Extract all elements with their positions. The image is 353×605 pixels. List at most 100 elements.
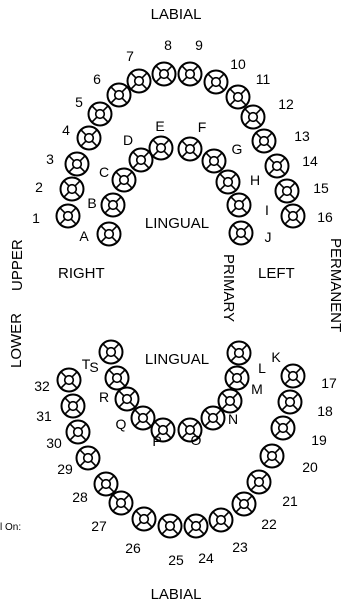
tooth-icon-12[interactable] (240, 104, 266, 130)
tooth-icon-21[interactable] (246, 469, 272, 495)
tooth-icon-29[interactable] (75, 445, 101, 471)
tooth-number-31: 31 (36, 408, 52, 424)
permanent-label: PERMANENT (327, 238, 344, 332)
tooth-number-o: O (191, 432, 202, 448)
tooth-number-17: 17 (321, 375, 337, 391)
tooth-number-9: 9 (195, 37, 203, 53)
tooth-number-11: 11 (256, 71, 271, 87)
tooth-icon-10[interactable] (203, 69, 229, 95)
tooth-number-28: 28 (72, 489, 88, 505)
tooth-icon-18[interactable] (277, 389, 303, 415)
tooth-number-19: 19 (311, 432, 327, 448)
tooth-icon-19[interactable] (270, 415, 296, 441)
tooth-number-10: 10 (230, 56, 246, 72)
tooth-number-5: 5 (75, 94, 83, 110)
tooth-icon-25[interactable] (157, 513, 183, 539)
tooth-icon-28[interactable] (93, 471, 119, 497)
tooth-icon-8[interactable] (151, 61, 177, 87)
tooth-number-26: 26 (125, 540, 141, 556)
tooth-icon-7[interactable] (126, 68, 152, 94)
tooth-icon-f[interactable] (177, 136, 203, 162)
tooth-icon-11[interactable] (225, 84, 251, 110)
tooth-icon-t[interactable] (98, 339, 124, 365)
lower-label: LOWER (8, 313, 25, 368)
tooth-number-d: D (123, 132, 133, 148)
lingual-lower-label: LINGUAL (145, 351, 209, 368)
tooth-icon-23[interactable] (208, 507, 234, 533)
tooth-icon-o[interactable] (177, 417, 203, 443)
tooth-icon-9[interactable] (177, 61, 203, 87)
tooth-number-7: 7 (126, 48, 134, 64)
tooth-icon-n[interactable] (200, 405, 226, 431)
tooth-icon-d[interactable] (128, 147, 154, 173)
tooth-icon-j[interactable] (228, 220, 254, 246)
tooth-number-i: I (265, 202, 269, 218)
tooth-number-j: J (265, 229, 272, 245)
tooth-number-21: 21 (282, 493, 298, 509)
tooth-number-n: N (228, 411, 238, 427)
labial-top-label: LABIAL (151, 6, 202, 23)
tooth-icon-2[interactable] (59, 176, 85, 202)
tooth-icon-3[interactable] (64, 151, 90, 177)
tooth-icon-r[interactable] (114, 386, 140, 412)
tooth-number-15: 15 (313, 180, 329, 196)
tooth-number-l: L (258, 360, 266, 376)
tooth-icon-30[interactable] (65, 419, 91, 445)
tooth-number-6: 6 (93, 71, 101, 87)
tooth-number-18: 18 (317, 403, 333, 419)
tooth-icon-l[interactable] (224, 365, 250, 391)
tooth-icon-17[interactable] (280, 363, 306, 389)
tooth-icon-27[interactable] (108, 490, 134, 516)
tooth-icon-h[interactable] (215, 169, 241, 195)
labial-bottom-label: LABIAL (151, 586, 202, 603)
tooth-icon-32[interactable] (56, 367, 82, 393)
tooth-icon-20[interactable] (259, 443, 285, 469)
tooth-number-1: 1 (32, 210, 40, 226)
tooth-icon-13[interactable] (251, 128, 277, 154)
tooth-number-b: B (87, 195, 96, 211)
tooth-icon-31[interactable] (60, 393, 86, 419)
tooth-icon-26[interactable] (131, 506, 157, 532)
tooth-number-s: S (89, 359, 98, 375)
tooth-number-3: 3 (46, 151, 54, 167)
tooth-number-p: P (152, 433, 161, 449)
tooth-icon-5[interactable] (87, 101, 113, 127)
tooth-icon-e[interactable] (148, 135, 174, 161)
tooth-icon-q[interactable] (130, 405, 156, 431)
tooth-number-23: 23 (232, 539, 248, 555)
tooth-icon-15[interactable] (274, 178, 300, 204)
tooth-number-t: T (82, 356, 91, 372)
tooth-number-c: C (99, 164, 109, 180)
footer-fragment-label: l On: (0, 522, 21, 533)
tooth-icon-6[interactable] (106, 82, 132, 108)
tooth-number-12: 12 (278, 96, 294, 112)
lingual-upper-label: LINGUAL (145, 215, 209, 232)
tooth-icon-g[interactable] (201, 148, 227, 174)
tooth-icon-i[interactable] (226, 192, 252, 218)
tooth-icon-24[interactable] (183, 513, 209, 539)
tooth-icon-s[interactable] (104, 365, 130, 391)
tooth-icon-a[interactable] (96, 221, 122, 247)
tooth-icon-c[interactable] (111, 167, 137, 193)
right-label: RIGHT (58, 265, 105, 282)
tooth-number-m: M (251, 381, 263, 397)
tooth-icon-1[interactable] (55, 203, 81, 229)
left-label: LEFT (258, 265, 295, 282)
tooth-icon-14[interactable] (264, 153, 290, 179)
tooth-icon-16[interactable] (280, 203, 306, 229)
tooth-number-32: 32 (34, 378, 50, 394)
tooth-icon-k[interactable] (226, 340, 252, 366)
tooth-icon-m[interactable] (217, 388, 243, 414)
tooth-number-13: 13 (294, 128, 310, 144)
tooth-icon-p[interactable] (150, 417, 176, 443)
tooth-number-22: 22 (261, 516, 277, 532)
tooth-number-8: 8 (164, 37, 172, 53)
tooth-icon-b[interactable] (100, 192, 126, 218)
upper-label: UPPER (9, 239, 26, 291)
tooth-number-4: 4 (62, 122, 70, 138)
tooth-icon-22[interactable] (231, 491, 257, 517)
tooth-number-25: 25 (168, 552, 184, 568)
tooth-icon-4[interactable] (76, 125, 102, 151)
